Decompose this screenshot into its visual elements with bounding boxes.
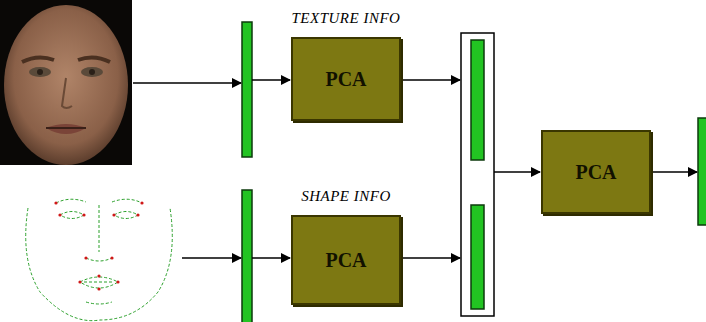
- section-heading: TEXTURE INFO: [292, 10, 401, 27]
- face-photo: [0, 0, 132, 165]
- box-label: PCA: [325, 68, 366, 91]
- section-heading: SHAPE INFO: [301, 188, 391, 205]
- box-label: PCA: [575, 161, 616, 184]
- box-label: PCA: [325, 249, 366, 272]
- pca-box: PCA: [541, 130, 651, 214]
- feature-vectors: [242, 22, 706, 322]
- pca-box: TEXTURE INFOPCA: [291, 37, 401, 121]
- flow-arrows: [133, 80, 697, 258]
- pca-box: SHAPE INFOPCA: [291, 215, 401, 305]
- landmark-dots: [54, 201, 143, 290]
- face-wireframe: [26, 199, 173, 320]
